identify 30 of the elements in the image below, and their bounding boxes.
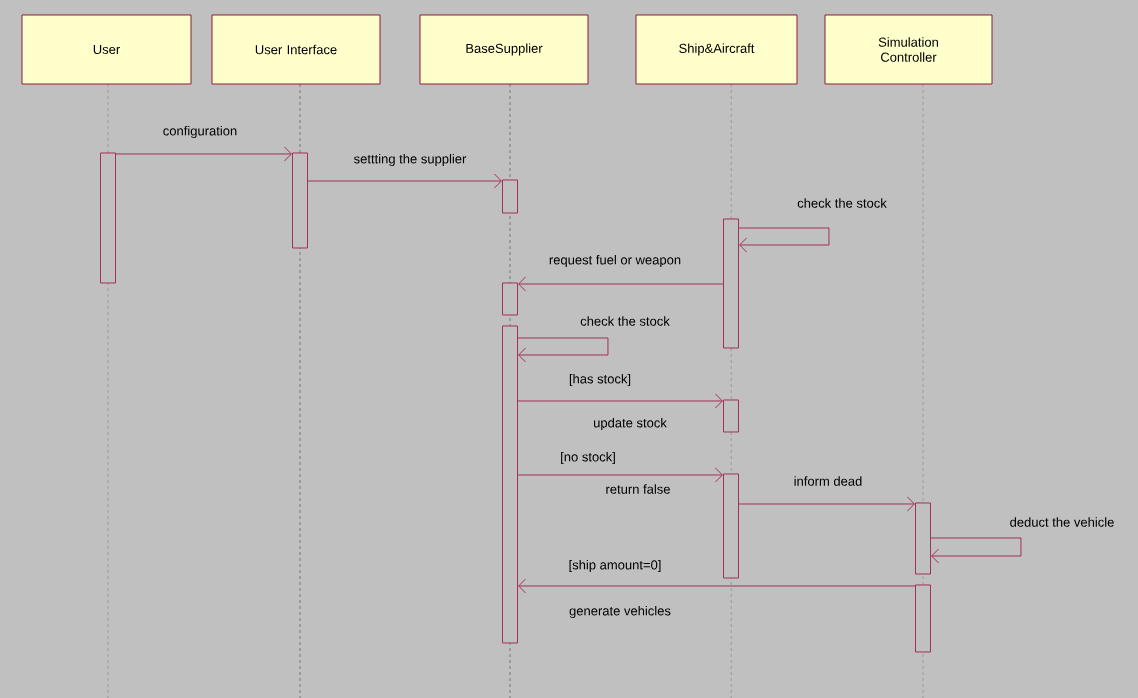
message-arrow — [738, 496, 915, 512]
message-arrow — [517, 467, 723, 483]
activation-bar — [723, 218, 739, 349]
object-box: Ship&Aircraft — [635, 14, 798, 85]
activation-bar — [292, 152, 308, 249]
edge-label: check the stock — [796, 197, 888, 209]
activation-bar — [915, 502, 931, 575]
activation-bar — [915, 584, 931, 653]
message-arrow — [518, 578, 916, 594]
object-box: BaseSupplier — [419, 14, 589, 85]
message-arrow — [115, 146, 292, 162]
edge-label: inform dead — [792, 475, 864, 487]
activation-bar — [502, 179, 518, 214]
message-arrow — [307, 173, 502, 189]
activation-bar — [100, 152, 116, 284]
message-arrow — [517, 337, 609, 363]
object-box: User — [21, 14, 192, 85]
activation-bar — [723, 473, 739, 579]
edge-label: check the stock — [579, 315, 671, 327]
object-box: Simulation Controller — [824, 14, 993, 85]
message-arrow — [518, 276, 724, 292]
message-arrow — [738, 227, 830, 253]
message-label: return false — [604, 483, 672, 495]
object-box: User Interface — [211, 14, 381, 85]
message-arrow — [930, 537, 1022, 564]
edge-label: deduct the vehicle — [1008, 516, 1116, 528]
activation-bar — [502, 282, 518, 316]
message-arrow — [517, 393, 723, 409]
activation-bar — [502, 325, 518, 644]
activation-bar — [723, 399, 739, 433]
